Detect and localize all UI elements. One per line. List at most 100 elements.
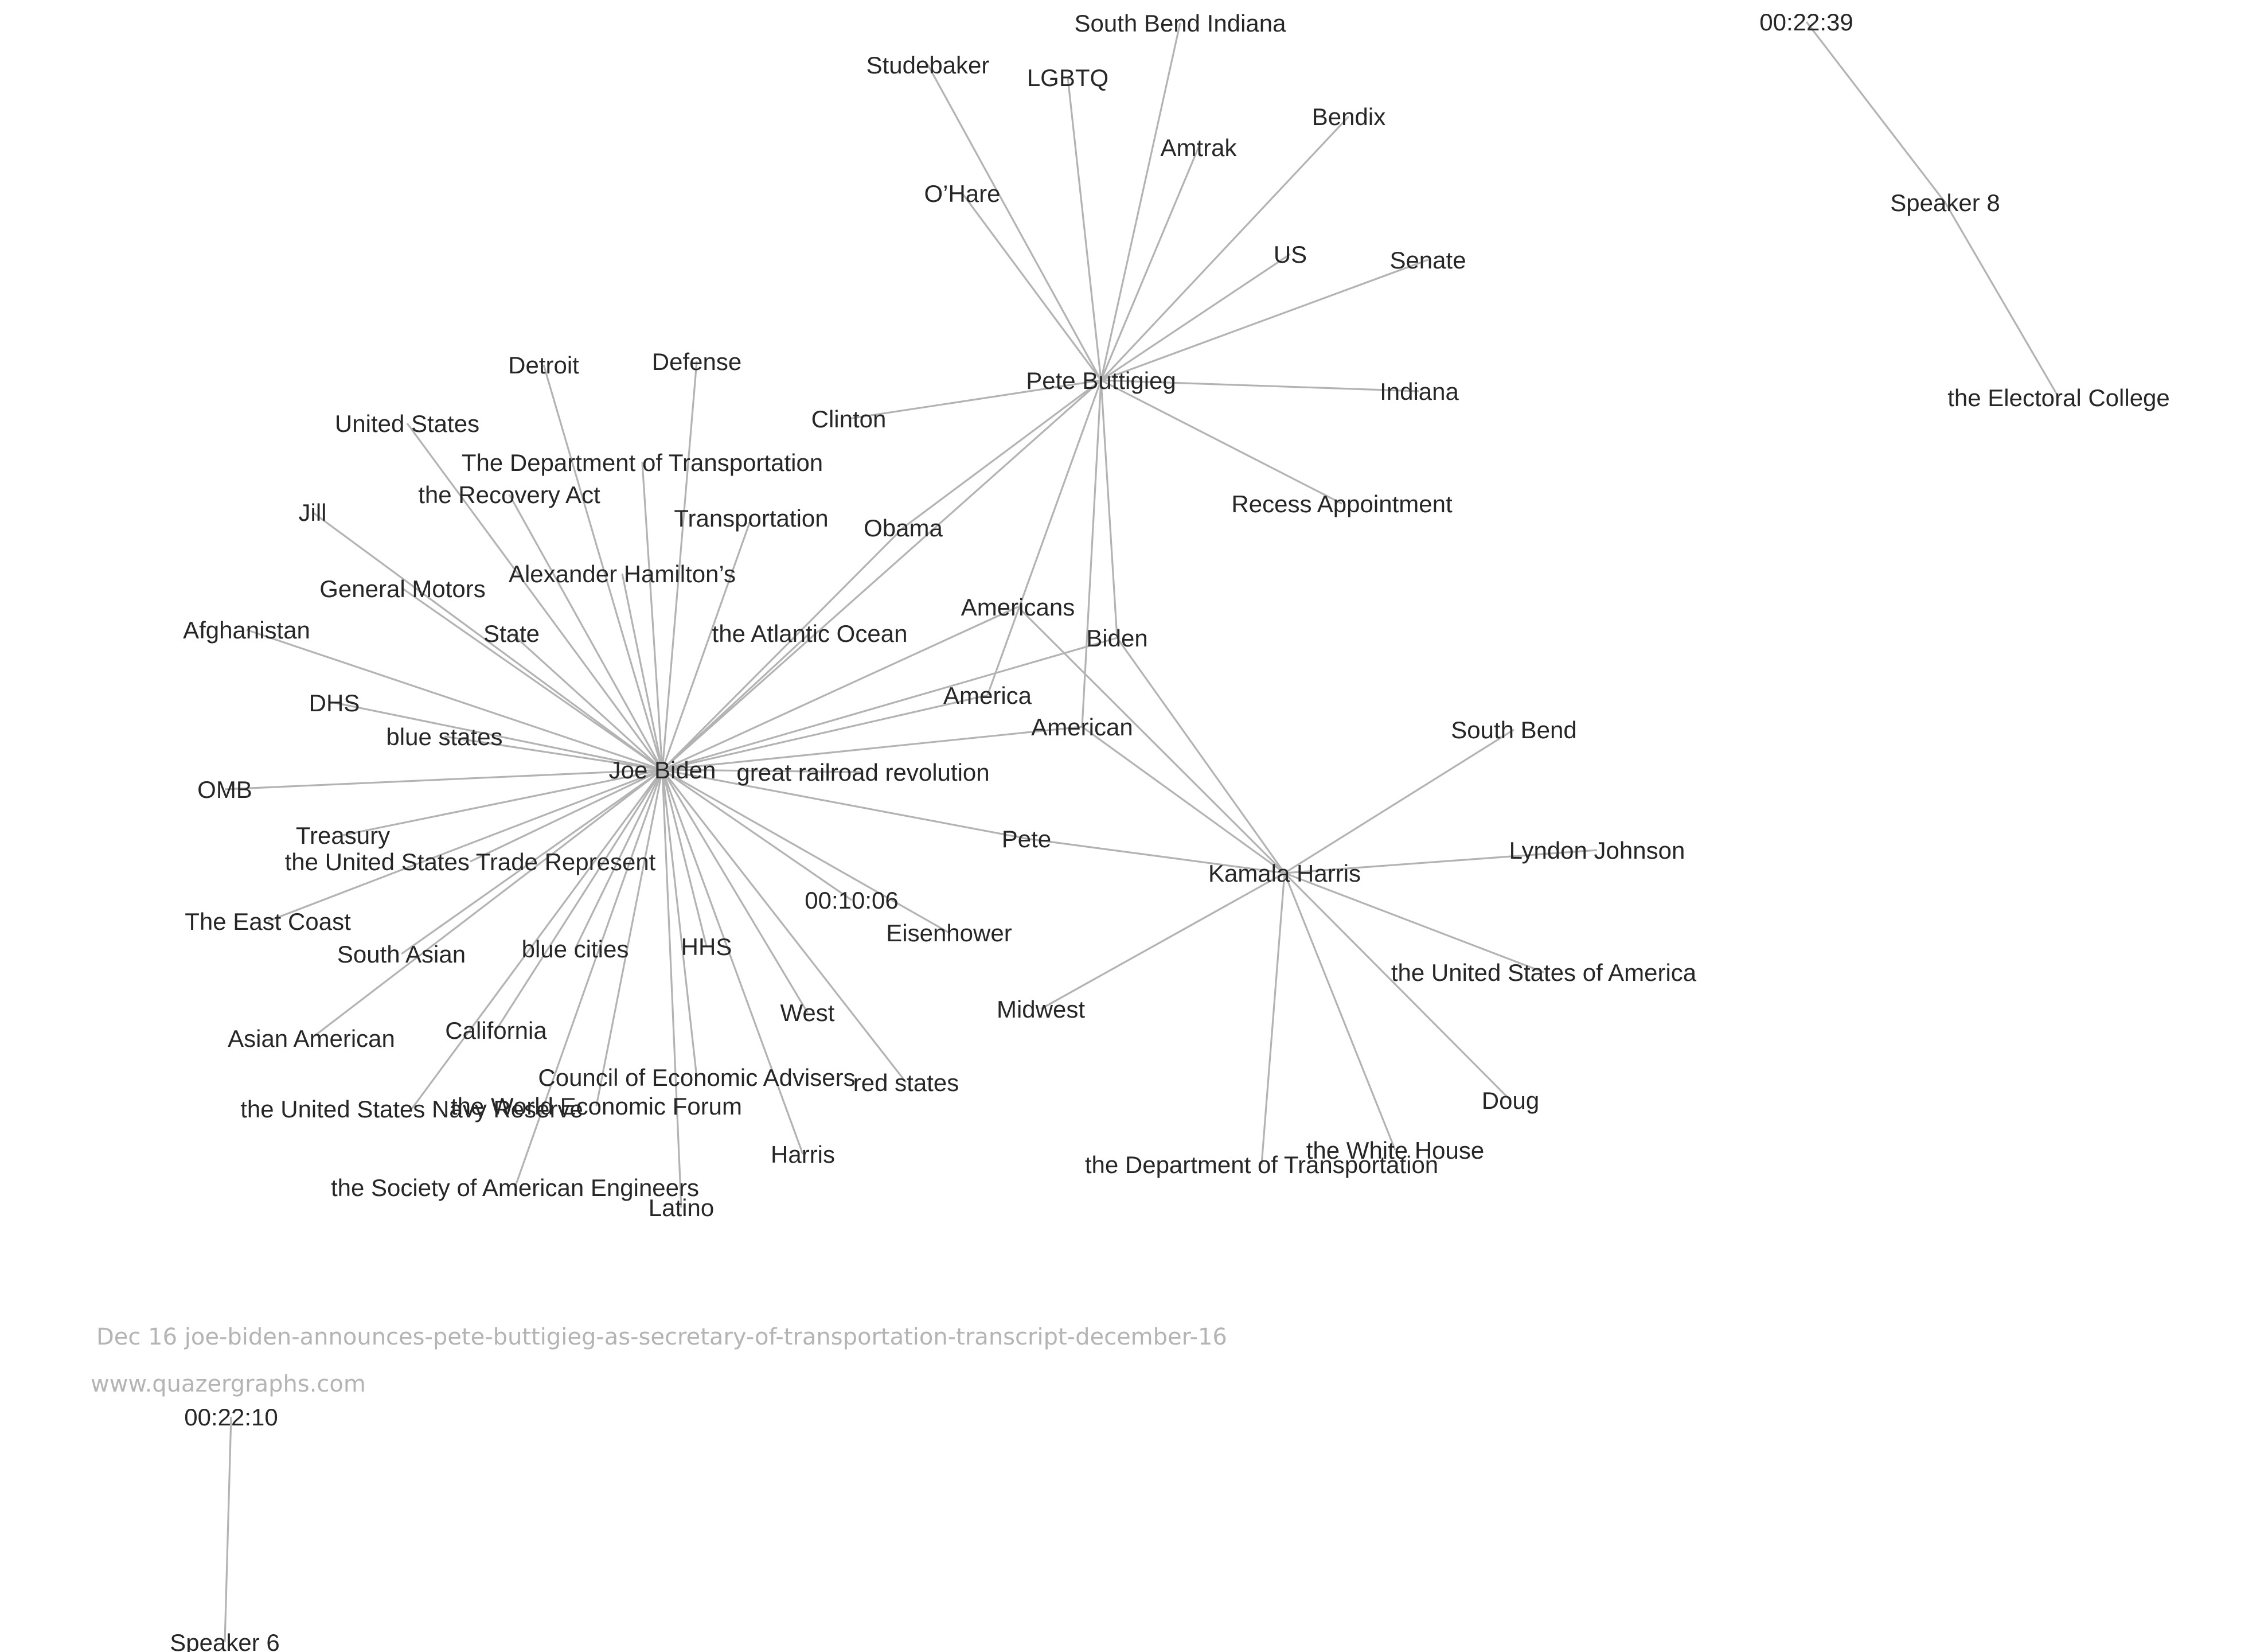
node-label-omb: OMB [197,776,252,803]
node-label-state: State [483,620,540,647]
node-label-america: America [943,682,1032,709]
edge-joe_biden-eisenhower [662,769,950,934]
edge-pete_buttigieg-clinton [848,379,1102,420]
node-label-recess_appointment: Recess Appointment [1231,490,1453,517]
edge-kamala_harris-dept_transportation_lc [1260,872,1286,1165]
edge-joe_biden-biden [662,637,1118,771]
node-label-us: US [1274,241,1307,268]
node-label-pete: Pete [1002,825,1051,852]
edge-t_002239-speaker_8 [1805,21,1946,203]
node-label-california: California [445,1017,547,1044]
node-label-west: West [780,999,835,1026]
edge-pete_buttigieg-studebaker [927,64,1102,381]
node-label-t_002210: 00:22:10 [184,1404,278,1431]
edge-kamala_harris-pete [1026,837,1285,874]
node-label-trade_represent: the United States Trade Represent [285,848,656,875]
edge-joe_biden-east_coast [267,769,663,922]
edge-joe_biden-latino [661,769,682,1208]
node-label-east_coast: The East Coast [185,908,351,935]
node-label-doug: Doug [1482,1087,1539,1114]
edge-kamala_harris-south_bend [1284,728,1514,874]
edge-kamala_harris-biden [1116,637,1286,874]
edge-joe_biden-south_asian [401,769,663,955]
node-label-white_house: the White House [1306,1137,1485,1164]
node-label-blue_states: blue states [386,723,502,750]
node-label-alexander_hamilton: Alexander Hamilton’s [509,560,736,587]
edge-pete_buttigieg-indiana [1100,379,1420,392]
edge-speaker_8-electoral_college [1944,202,2060,398]
node-label-blue_cities: blue cities [522,936,629,963]
node-label-t_002239: 00:22:39 [1759,9,1853,36]
node-label-clinton: Clinton [811,406,887,433]
edge-joe_biden-blue_states [444,735,663,771]
node-label-t_001006: 00:10:06 [805,887,899,914]
edge-joe_biden-omb [224,769,663,790]
node-label-council_econ: Council of Economic Advisers [538,1064,855,1091]
node-label-speaker_8: Speaker 8 [1890,189,2000,216]
node-label-recovery_act: the Recovery Act [418,481,600,508]
edges-layer [224,21,2060,1643]
graph-caption-title: Dec 16 joe-biden-announces-pete-buttigie… [96,1324,1227,1350]
edge-joe_biden-recovery_act [508,494,663,770]
node-label-biden: Biden [1086,625,1147,652]
edge-t_002210-speaker_6 [224,1416,232,1643]
node-label-jill: Jill [299,499,327,526]
edge-pete_buttigieg-lgbtq [1067,77,1102,381]
edge-joe_biden-trade_represent [470,769,663,863]
edge-pete_buttigieg-amtrak [1100,147,1200,381]
node-label-bendix: Bendix [1312,103,1385,130]
edge-joe_biden-pete [662,769,1027,840]
edge-kamala_harris-american [1082,726,1285,874]
edge-pete_buttigieg-biden [1100,380,1118,638]
edge-joe_biden-detroit [542,364,663,770]
edge-kamala_harris-doug [1283,872,1512,1101]
node-label-dept_transportation_lc: the Department of Transportation [1085,1151,1438,1178]
node-label-south_bend_indiana: South Bend Indiana [1075,10,1287,37]
edge-joe_biden-west [661,769,809,1013]
edge-pete_buttigieg-america [986,380,1102,696]
node-label-treasury: Treasury [296,822,390,849]
node-label-united_states: United States [335,410,479,437]
node-label-defense: Defense [652,348,741,375]
node-label-society_engineers: the Society of American Engineers [331,1174,699,1201]
node-label-usa: the United States of America [1391,959,1697,986]
node-label-obama: Obama [864,515,943,541]
edge-pete_buttigieg-bendix [1100,115,1350,381]
node-label-electoral_college: the Electoral College [1947,384,2170,411]
edge-joe_biden-dept_transportation_cap [641,462,663,770]
node-label-dhs: DHS [309,689,360,716]
edge-pete_buttigieg-south_bend_indiana [1100,22,1181,381]
node-label-joe_biden: Joe Biden [609,757,716,784]
edge-kamala_harris-americans [1017,606,1286,874]
edge-joe_biden-americans [662,606,1018,771]
edge-joe_biden-state [510,632,663,771]
edge-joe_biden-treasury [342,769,663,836]
node-label-south_asian: South Asian [337,941,466,968]
node-label-navy_reserve: the United States Navy Reserve [240,1096,583,1123]
edge-joe_biden-council_econ [661,769,698,1078]
edge-kamala_harris-white_house [1283,872,1396,1151]
node-label-lyndon_johnson: Lyndon Johnson [1509,837,1685,864]
edge-joe_biden-blue_cities [574,769,663,949]
edge-pete_buttigieg-american [1081,380,1102,727]
edge-pete_buttigieg-us [1100,253,1291,381]
node-label-detroit: Detroit [508,352,579,379]
edge-pete_buttigieg-joe_biden [661,379,1102,771]
edge-kamala_harris-lyndon_johnson [1284,849,1598,874]
node-label-red_states: red states [853,1069,959,1096]
edge-joe_biden-defense [661,361,698,770]
edge-joe_biden-transportation [661,517,752,770]
node-label-great_railroad: great railroad revolution [736,759,989,786]
node-label-pete_buttigieg: Pete Buttigieg [1026,367,1176,394]
edge-pete_buttigieg-ohare [961,193,1102,381]
edge-joe_biden-hhs [661,769,708,947]
edge-joe_biden-red_states [661,769,907,1083]
edge-joe_biden-world_econ [595,769,663,1106]
node-label-afghanistan: Afghanistan [183,617,310,644]
node-label-transportation: Transportation [674,505,828,532]
edge-joe_biden-obama [661,527,904,771]
edge-joe_biden-society_engineers [514,769,663,1188]
edge-joe_biden-afghanistan [246,629,663,771]
